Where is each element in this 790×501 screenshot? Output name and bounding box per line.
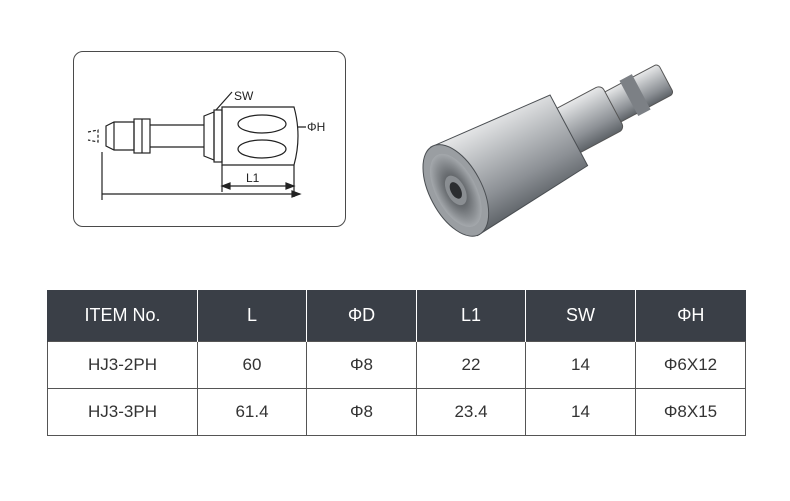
cell-phi-d: Φ8 [306, 388, 417, 436]
label-l1: L1 [246, 171, 260, 185]
header-item-no: ITEM No. [47, 290, 198, 342]
spec-table: ITEM No. L ΦD L1 SW ΦH HJ3-2PH 60 Φ8 22 … [47, 290, 746, 436]
header-phi-d: ΦD [306, 290, 417, 342]
cell-phi-h: Φ6X12 [635, 341, 746, 389]
cell-phi-h: Φ8X15 [635, 388, 746, 436]
header-l: L [197, 290, 307, 342]
label-phi-h: ΦH [307, 120, 326, 134]
cell-l: 61.4 [197, 388, 307, 436]
table-row: HJ3-2PH 60 Φ8 22 14 Φ6X12 [47, 341, 746, 389]
cell-sw: 14 [525, 341, 636, 389]
cell-l: 60 [197, 341, 307, 389]
cell-phi-d: Φ8 [306, 341, 417, 389]
header-l1: L1 [416, 290, 526, 342]
cell-l1: 23.4 [416, 388, 526, 436]
table-row: HJ3-3PH 61.4 Φ8 23.4 14 Φ8X15 [47, 388, 746, 436]
cell-item-no: HJ3-2PH [47, 341, 198, 389]
drawing-svg [87, 91, 306, 200]
product-photo [422, 64, 674, 237]
label-sw: SW [234, 89, 254, 103]
technical-drawing: SW ΦH L1 [73, 51, 346, 227]
cell-l1: 22 [416, 341, 526, 389]
table-header-row: ITEM No. L ΦD L1 SW ΦH [47, 290, 746, 342]
header-sw: SW [525, 290, 636, 342]
cell-sw: 14 [525, 388, 636, 436]
cell-item-no: HJ3-3PH [47, 388, 198, 436]
header-phi-h: ΦH [635, 290, 746, 342]
